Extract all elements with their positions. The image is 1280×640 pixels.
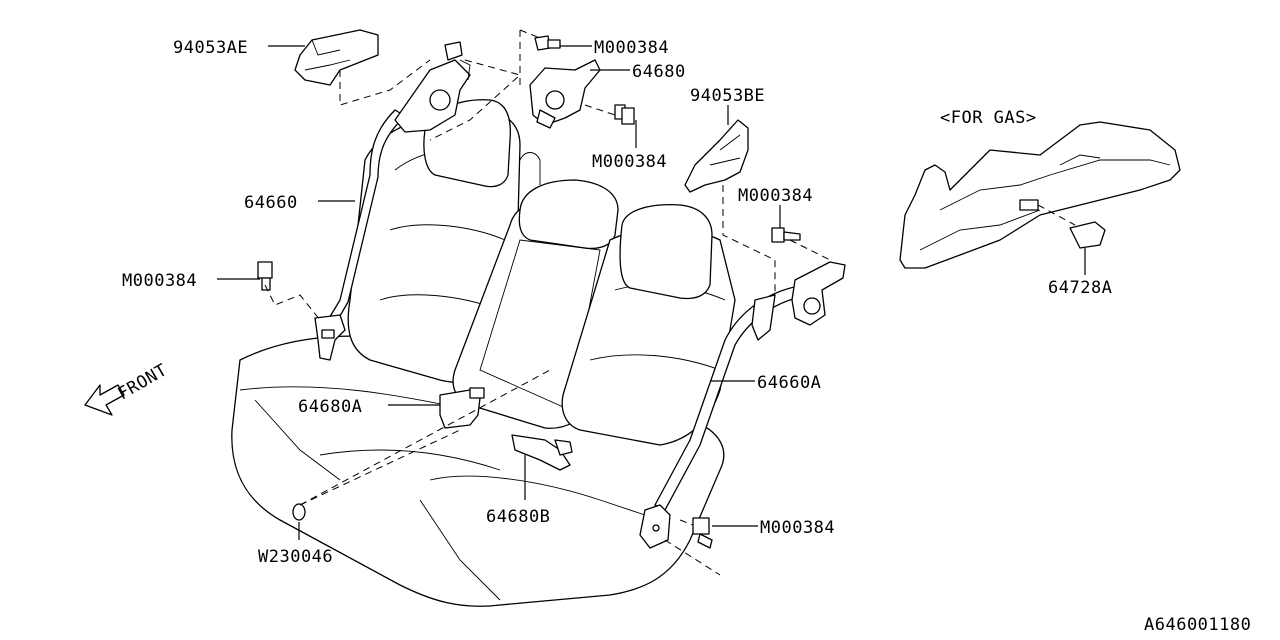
bolt-top: [534, 35, 561, 51]
seat-belt-left: [314, 109, 406, 361]
callout-bolt-right: M000384: [738, 186, 813, 206]
headrest-center: [518, 152, 619, 250]
callout-clip: W230046: [258, 547, 333, 567]
callout-buckle-center: 64680B: [486, 507, 550, 527]
front-label: FRONT: [115, 360, 171, 404]
callout-buckle-left: 64680A: [298, 397, 362, 417]
trim-cover-upper-left: [294, 29, 379, 86]
callout-bolt-left: M000384: [122, 271, 197, 291]
buckle-center: [511, 434, 573, 471]
callout-bolt-bottom: M000384: [760, 518, 835, 538]
headrest-left: [423, 99, 511, 188]
bolt-mid-top: [614, 104, 635, 125]
callout-retractor-top: 64680: [632, 62, 686, 82]
bolt-bottom: [692, 517, 713, 549]
callout-bolt-mid-top: M000384: [592, 152, 667, 172]
callout-belt-left: 64660: [244, 193, 298, 213]
trim-cover-center: [684, 119, 749, 193]
trim-panel-for-gas: [899, 121, 1181, 269]
variant-note: <FOR GAS>: [940, 108, 1037, 128]
bolt-left: [257, 261, 273, 291]
bolt-right: [771, 227, 801, 243]
headrest-right: [619, 204, 713, 300]
figure-id: A646001180: [1144, 615, 1251, 635]
seat-belt-right: [639, 261, 846, 549]
dashed-leaders: [264, 29, 1076, 576]
clip-part: [292, 503, 306, 521]
buckle-left: [439, 387, 485, 429]
callout-cover-center: 94053BE: [690, 86, 765, 106]
callout-bracket-upper-left: 94053AE: [173, 38, 248, 58]
callout-belt-right: 64660A: [757, 373, 821, 393]
retractor-top: [529, 59, 601, 129]
leader-lines: [217, 45, 1086, 540]
callout-bolt-top: M000384: [594, 38, 669, 58]
callout-trim-part: 64728A: [1048, 278, 1112, 298]
retractor-upper-left: [394, 41, 471, 133]
front-direction-arrow: FRONT: [84, 360, 171, 416]
